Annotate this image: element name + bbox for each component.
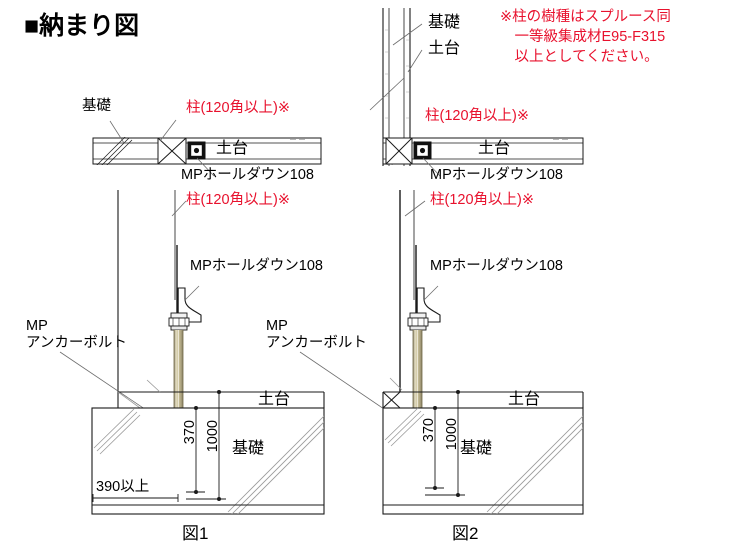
fig1-anchor-nut [168, 312, 190, 331]
species-note-line-1: ※柱の樹種はスプルース同 [500, 9, 671, 25]
fig2-foundation-block [382, 407, 584, 515]
page-title: ■納まり図 [24, 12, 140, 40]
fig1-label-sill-top: 土台 [216, 140, 249, 157]
fig1-caption: 図1 [182, 524, 209, 543]
fig1-dim-value-370: 370 [182, 420, 198, 445]
fig2-caption: 図2 [452, 524, 479, 543]
fig2-label-holddown-mid: MPホールダウン108 [430, 258, 563, 274]
fig1-label-anchor-bolt: MP アンカーボルト [26, 318, 127, 352]
fig1-label-holddown-top: MPホールダウン108 [181, 167, 314, 183]
fig1-top-detail [92, 137, 322, 165]
fig2-label-holddown-top: MPホールダウン108 [430, 167, 563, 183]
fig1-dim-value-390: 390以上 [96, 479, 150, 495]
fig1-dim-370 [186, 406, 205, 494]
fig1-dim-390 [92, 494, 179, 502]
fig2-dim-370 [425, 406, 444, 490]
fig1-label-holddown-mid: MPホールダウン108 [190, 258, 323, 274]
fig1-label-foundation-bottom: 基礎 [232, 440, 265, 457]
fig2-label-post-mid: 柱(120角以上)※ [430, 192, 534, 208]
fig2-label-anchor-bolt: MP アンカーボルト [266, 318, 367, 352]
fig1-label-foundation-top: 基礎 [82, 98, 111, 114]
fig1-top-leaders [109, 119, 215, 177]
fig1-label-sill-bottom: 土台 [258, 391, 291, 408]
fig2-label-foundation-top: 基礎 [428, 14, 461, 31]
fig1-label-post-mid: 柱(120角以上)※ [186, 192, 290, 208]
fig2-label-post-top: 柱(120角以上)※ [425, 108, 529, 124]
fig2-label-sill-bottom: 土台 [508, 391, 541, 408]
species-note-line-3: 以上としてください。 [500, 49, 659, 65]
fig2-label-sill-corner: 土台 [428, 40, 461, 57]
fig1-post [117, 190, 178, 408]
fig2-dim-value-370: 370 [421, 418, 437, 443]
fig2-anchor-nut [407, 312, 429, 331]
fig2-top-detail [382, 137, 584, 165]
fig2-dim-1000 [425, 390, 465, 497]
species-note-line-2: 一等級集成材E95-F315 [500, 29, 666, 45]
fig2-label-sill-top: 土台 [478, 140, 511, 157]
fig2-label-foundation-bottom: 基礎 [460, 440, 493, 457]
fig1-label-post-top: 柱(120角以上)※ [186, 100, 290, 116]
fig2-dim-value-1000: 1000 [444, 418, 460, 451]
fig1-dim-1000 [186, 390, 226, 501]
fig1-foundation-block [91, 407, 325, 515]
fig1-dim-value-1000: 1000 [205, 420, 221, 453]
